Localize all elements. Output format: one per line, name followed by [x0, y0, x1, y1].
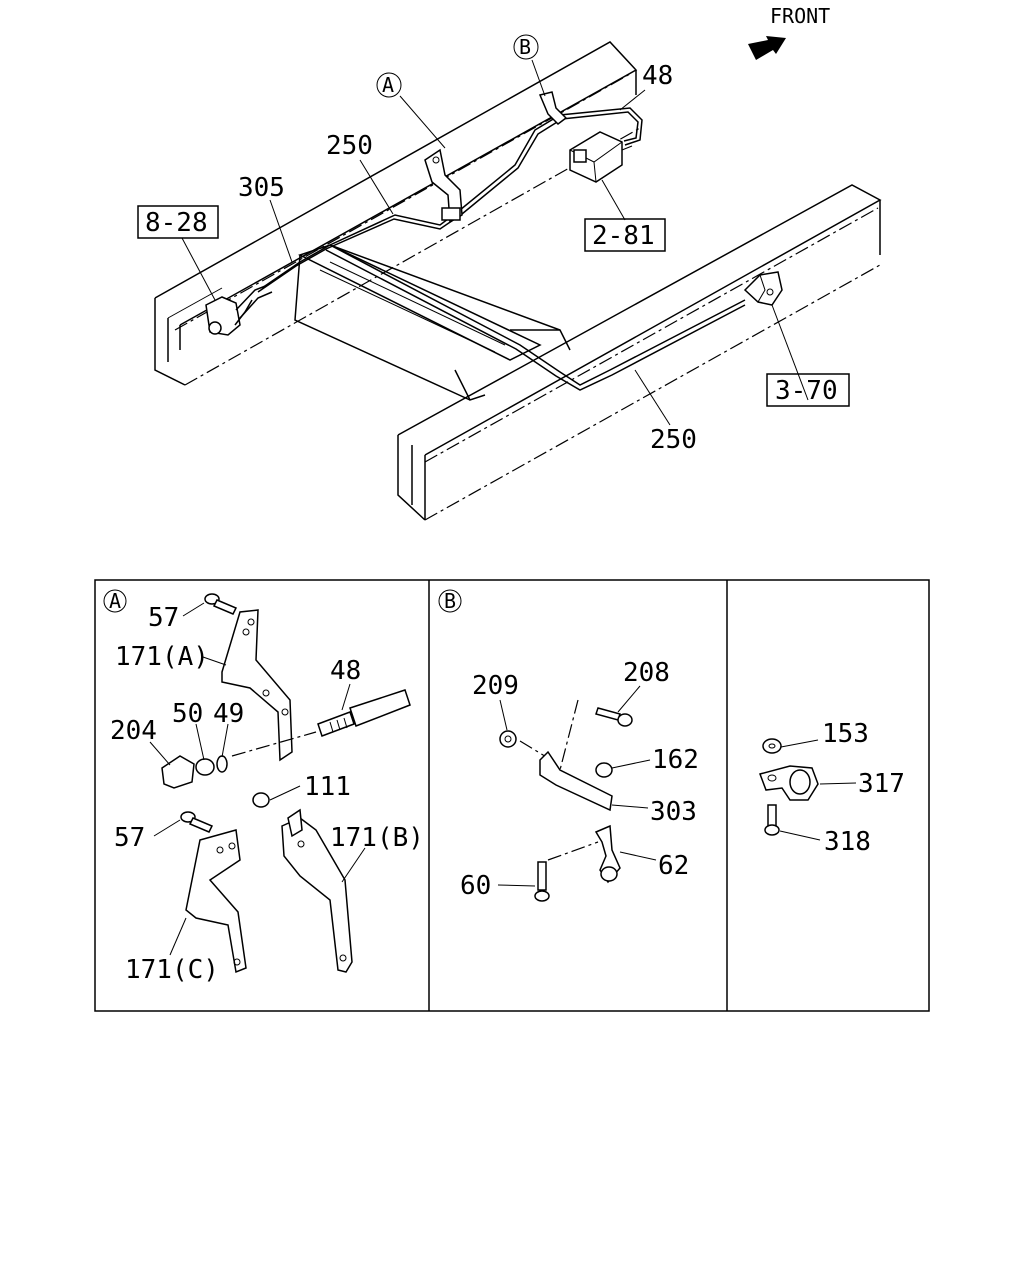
bracket-a-overview [424, 148, 463, 224]
label-208: 208 [623, 658, 670, 688]
callout-circle-b-text: B [519, 35, 531, 59]
label-317: 317 [858, 769, 905, 799]
label-111: 111 [304, 772, 351, 802]
detail-b: B [438, 589, 699, 902]
cross-member [294, 244, 571, 401]
ref-8-28-text: 8-28 [145, 208, 208, 238]
nut-209 [499, 730, 517, 748]
sensor-8-28 [205, 284, 273, 336]
ref-3-70-text: 3-70 [775, 376, 838, 406]
bracket-171b [281, 808, 353, 973]
right-frame-rail [397, 184, 882, 521]
bolt-318 [764, 804, 780, 836]
pipe-end-48 [317, 689, 411, 737]
callout-circle-a: A [376, 72, 402, 98]
detail-panels [94, 579, 930, 1012]
front-label: FRONT [770, 4, 830, 28]
label-57-top: 57 [148, 603, 179, 633]
label-204: 204 [110, 716, 157, 746]
bolt-60 [534, 861, 550, 902]
detail-b-marker: B [438, 589, 462, 613]
detail-a-marker-text: A [109, 589, 121, 613]
label-318: 318 [824, 827, 871, 857]
ref-2-81-text: 2-81 [592, 221, 655, 251]
bracket-171a [221, 609, 293, 762]
nut-50 [195, 758, 215, 776]
label-62: 62 [658, 851, 689, 881]
bracket-303 [539, 750, 613, 812]
callout-305: 305 [238, 173, 285, 203]
bolt-57-top [204, 593, 238, 615]
detail-b-marker-text: B [444, 589, 456, 613]
nut-111 [252, 792, 270, 808]
label-50: 50 [172, 699, 203, 729]
label-60: 60 [460, 871, 491, 901]
sensor-3-70 [743, 271, 783, 306]
callout-48: 48 [642, 61, 673, 91]
label-303: 303 [650, 797, 697, 827]
label-162: 162 [652, 745, 699, 775]
detail-a: A [103, 589, 424, 985]
detail-c: 153 317 318 [759, 719, 905, 857]
clamp-317 [759, 765, 819, 801]
bolt-208 [595, 707, 633, 727]
label-57-bottom: 57 [114, 823, 145, 853]
detail-a-marker: A [103, 589, 127, 613]
callout-circle-a-text: A [382, 73, 394, 97]
ref-box-2-81[interactable]: 2-81 [584, 218, 666, 252]
label-49: 49 [213, 699, 244, 729]
clip-b-overview [538, 91, 568, 125]
callout-circle-b: B [513, 34, 539, 60]
label-171a: 171(A) [115, 642, 209, 672]
nut-162 [595, 762, 613, 778]
bracket-171c [185, 829, 247, 974]
module-2-81 [569, 131, 633, 183]
chassis-overview: A B 48 250 305 250 8-28 2-81 3-70 [137, 34, 882, 521]
nut-153 [762, 738, 782, 754]
washer-49 [216, 755, 228, 773]
pipe-250 [257, 107, 746, 391]
clip-62 [594, 824, 621, 884]
front-arrow-icon [748, 36, 786, 60]
ref-box-3-70[interactable]: 3-70 [766, 373, 850, 407]
label-209: 209 [472, 671, 519, 701]
nut-204 [161, 755, 195, 789]
label-171b: 171(B) [330, 823, 424, 853]
label-153: 153 [822, 719, 869, 749]
callout-250-top: 250 [326, 131, 373, 161]
front-direction-indicator: FRONT [748, 4, 830, 60]
bolt-57-bottom [180, 811, 214, 833]
callout-250-bottom: 250 [650, 425, 697, 455]
ref-box-8-28[interactable]: 8-28 [137, 205, 219, 239]
label-48: 48 [330, 656, 361, 686]
label-171c: 171(C) [125, 955, 219, 985]
